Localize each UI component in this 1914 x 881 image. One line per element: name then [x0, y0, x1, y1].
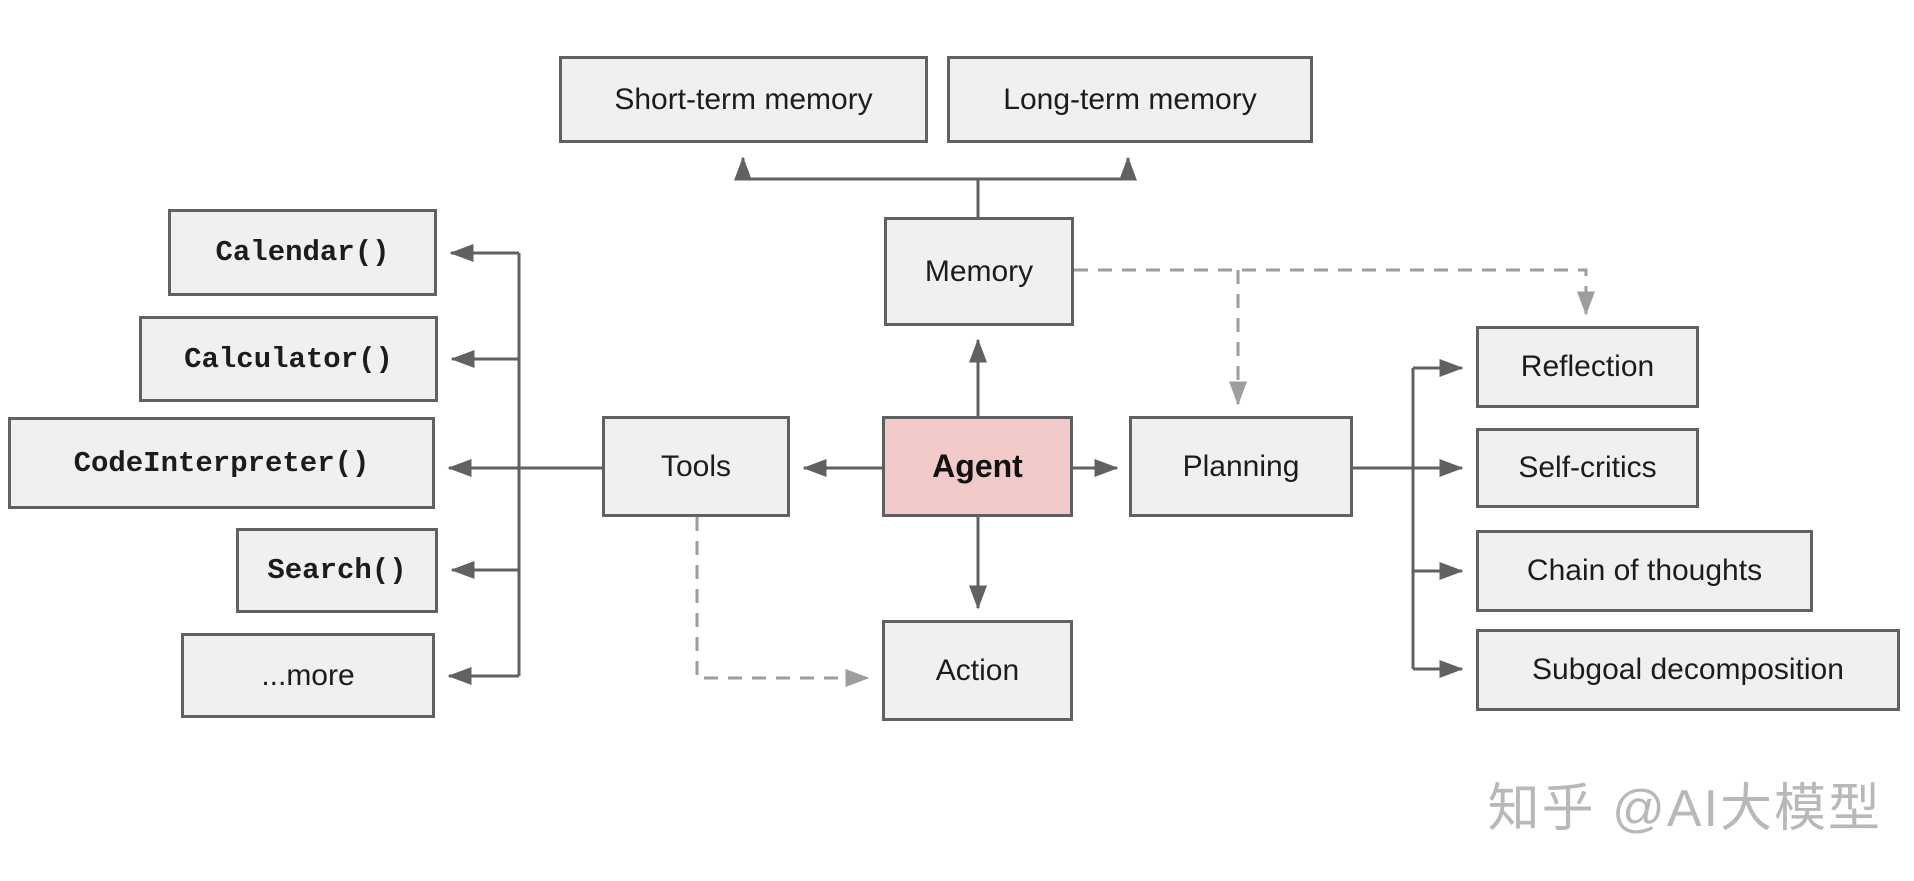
short-term-memory-label: Short-term memory	[614, 82, 873, 116]
node-reflection: Reflection	[1476, 326, 1699, 408]
node-short-term-memory: Short-term memory	[559, 56, 928, 143]
node-calculator: Calculator()	[139, 316, 438, 402]
node-code-interpreter: CodeInterpreter()	[8, 417, 435, 509]
agent-label: Agent	[932, 448, 1023, 484]
reflection-label: Reflection	[1520, 350, 1655, 383]
memory-label: Memory	[924, 254, 1034, 288]
node-planning: Planning	[1129, 416, 1353, 517]
planning-label: Planning	[1182, 449, 1300, 483]
node-calendar: Calendar()	[168, 209, 437, 296]
subgoal-decomposition-label: Subgoal decomposition	[1532, 653, 1844, 686]
tools-label: Tools	[660, 449, 732, 483]
action-label: Action	[935, 653, 1020, 687]
more-label: ...more	[261, 658, 355, 692]
calendar-label: Calendar()	[215, 236, 390, 269]
self-critics-label: Self-critics	[1518, 451, 1657, 484]
node-subgoal-decomposition: Subgoal decomposition	[1476, 629, 1900, 711]
zhihu-watermark: 知乎 @AI大模型	[1487, 780, 1882, 838]
node-action: Action	[882, 620, 1073, 721]
node-self-critics: Self-critics	[1476, 428, 1699, 508]
node-long-term-memory: Long-term memory	[947, 56, 1313, 143]
node-memory: Memory	[884, 217, 1074, 326]
calculator-label: Calculator()	[184, 342, 393, 376]
long-term-memory-label: Long-term memory	[1003, 82, 1257, 116]
search-label: Search()	[267, 554, 407, 587]
node-search: Search()	[236, 528, 438, 613]
edge-memory-to-reflection-dashed	[1074, 268, 1595, 316]
node-tools: Tools	[602, 416, 790, 517]
edge-tools-to-action-dashed	[695, 517, 870, 687]
node-chain-of-thoughts: Chain of thoughts	[1476, 530, 1813, 612]
code-interpreter-label: CodeInterpreter()	[73, 446, 370, 480]
node-agent: Agent	[882, 416, 1073, 517]
chain-of-thoughts-label: Chain of thoughts	[1526, 554, 1763, 587]
node-more: ...more	[181, 633, 435, 718]
